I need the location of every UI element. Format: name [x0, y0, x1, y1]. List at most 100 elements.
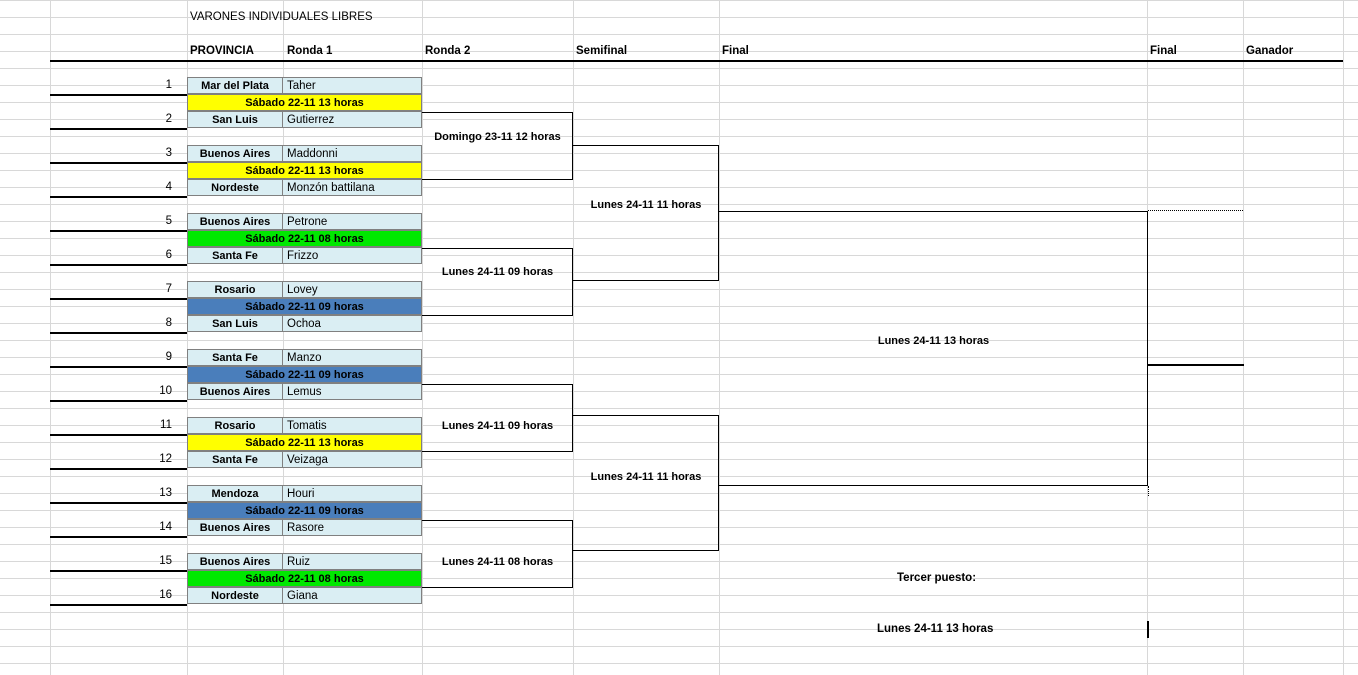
player-nombre: Ruiz	[283, 553, 422, 570]
sheet-title: VARONES INDIVIDUALES LIBRES	[190, 11, 373, 23]
seed-number-underline	[50, 298, 187, 300]
player-nombre: Tomatis	[283, 417, 422, 434]
grid-row-line	[0, 629, 1358, 630]
player-nombre: Lemus	[283, 383, 422, 400]
header-underline	[50, 60, 1343, 62]
seed-number: 1	[165, 79, 172, 91]
seed-number: 5	[165, 215, 172, 227]
grid-row-line	[0, 459, 1358, 460]
ronda2-bracket-1	[422, 112, 573, 180]
grid-row-line	[0, 85, 1358, 86]
grid-row-line	[0, 306, 1358, 307]
player-provincia: Rosario	[187, 417, 283, 434]
seed-number: 7	[165, 283, 172, 295]
grid-row-line	[0, 323, 1358, 324]
grid-row-line	[0, 289, 1358, 290]
player-nombre: Giana	[283, 587, 422, 604]
seed-number: 8	[165, 317, 172, 329]
seed-number-underline	[50, 94, 187, 96]
final-bracket	[719, 211, 1148, 486]
seed-number-underline	[50, 230, 187, 232]
header-ronda-1: Ronda 1	[287, 45, 333, 57]
seed-number-underline	[50, 468, 187, 470]
grid-row-line	[0, 391, 1358, 392]
seed-number: 9	[165, 351, 172, 363]
grid-row-line	[0, 102, 1358, 103]
grid-row-line	[0, 612, 1358, 613]
ronda1-match-bar: Sábado 22-11 09 horas	[187, 366, 422, 383]
ronda2-bracket-2	[422, 248, 573, 316]
player-nombre: Rasore	[283, 519, 422, 536]
player-nombre: Houri	[283, 485, 422, 502]
ronda1-match-bar: Sábado 22-11 08 horas	[187, 570, 422, 587]
player-provincia: Rosario	[187, 281, 283, 298]
player-provincia: San Luis	[187, 315, 283, 332]
grid-col-line	[422, 0, 423, 675]
grid-row-line	[0, 136, 1358, 137]
ronda1-match-bar: Sábado 22-11 13 horas	[187, 434, 422, 451]
player-nombre: Monzón battilana	[283, 179, 422, 196]
ronda2-label-2: Lunes 24-11 09 horas	[441, 266, 554, 278]
player-provincia: Mar del Plata	[187, 77, 283, 94]
grid-row-line	[0, 493, 1358, 494]
seed-number-underline	[50, 332, 187, 334]
grid-row-line	[0, 187, 1358, 188]
grid-col-line	[1243, 0, 1244, 675]
grid-col-line	[1343, 0, 1344, 675]
player-nombre: Ochoa	[283, 315, 422, 332]
ronda2-bracket-4	[422, 520, 573, 588]
seed-number-underline	[50, 536, 187, 538]
seed-number: 3	[165, 147, 172, 159]
grid-row-line	[0, 425, 1358, 426]
tercer-puesto-label: Tercer puesto:	[897, 572, 977, 584]
final-bottom-dotted-line	[1148, 486, 1149, 496]
player-nombre: Gutierrez	[283, 111, 422, 128]
grid-row-line	[0, 255, 1358, 256]
player-provincia: Santa Fe	[187, 349, 283, 366]
grid-row-line	[0, 51, 1358, 52]
ronda1-match-bar: Sábado 22-11 09 horas	[187, 298, 422, 315]
grid-row-line	[0, 238, 1358, 239]
grid-col-line	[50, 0, 51, 675]
grid-col-line	[573, 0, 574, 675]
grid-row-line	[0, 544, 1358, 545]
tercer-puesto-horario: Lunes 24-11 13 horas	[877, 623, 994, 635]
header-ronda-2: Ronda 2	[425, 45, 471, 57]
ronda2-label-3: Lunes 24-11 09 horas	[441, 420, 554, 432]
seed-number-underline	[50, 502, 187, 504]
seed-number: 12	[159, 453, 172, 465]
player-nombre: Manzo	[283, 349, 422, 366]
grid-row-line	[0, 119, 1358, 120]
player-provincia: Santa Fe	[187, 451, 283, 468]
player-nombre: Maddonni	[283, 145, 422, 162]
grid-col-line	[283, 0, 284, 675]
player-provincia: Buenos Aires	[187, 519, 283, 536]
grid-row-line	[0, 578, 1358, 579]
semifinal-label-1: Lunes 24-11 11 horas	[590, 199, 702, 211]
player-provincia: Santa Fe	[187, 247, 283, 264]
grid-row-line	[0, 561, 1358, 562]
grid-row-line	[0, 272, 1358, 273]
ronda2-bracket-3	[422, 384, 573, 452]
player-nombre: Lovey	[283, 281, 422, 298]
seed-number-underline	[50, 570, 187, 572]
grid-row-line	[0, 204, 1358, 205]
header-final: Final	[722, 45, 749, 57]
seed-number: 4	[165, 181, 172, 193]
player-nombre: Petrone	[283, 213, 422, 230]
grid-row-line	[0, 170, 1358, 171]
player-provincia: Buenos Aires	[187, 213, 283, 230]
seed-number: 2	[165, 113, 172, 125]
seed-number: 13	[159, 487, 172, 499]
grid-row-line	[0, 510, 1358, 511]
grid-row-line	[0, 476, 1358, 477]
player-nombre: Frizzo	[283, 247, 422, 264]
seed-number: 11	[160, 419, 172, 431]
grid-row-line	[0, 663, 1358, 664]
grid-row-line	[0, 408, 1358, 409]
grid-row-line	[0, 442, 1358, 443]
grid-row-line	[0, 153, 1358, 154]
player-provincia: Mendoza	[187, 485, 283, 502]
final-label: Lunes 24-11 13 horas	[877, 335, 990, 347]
